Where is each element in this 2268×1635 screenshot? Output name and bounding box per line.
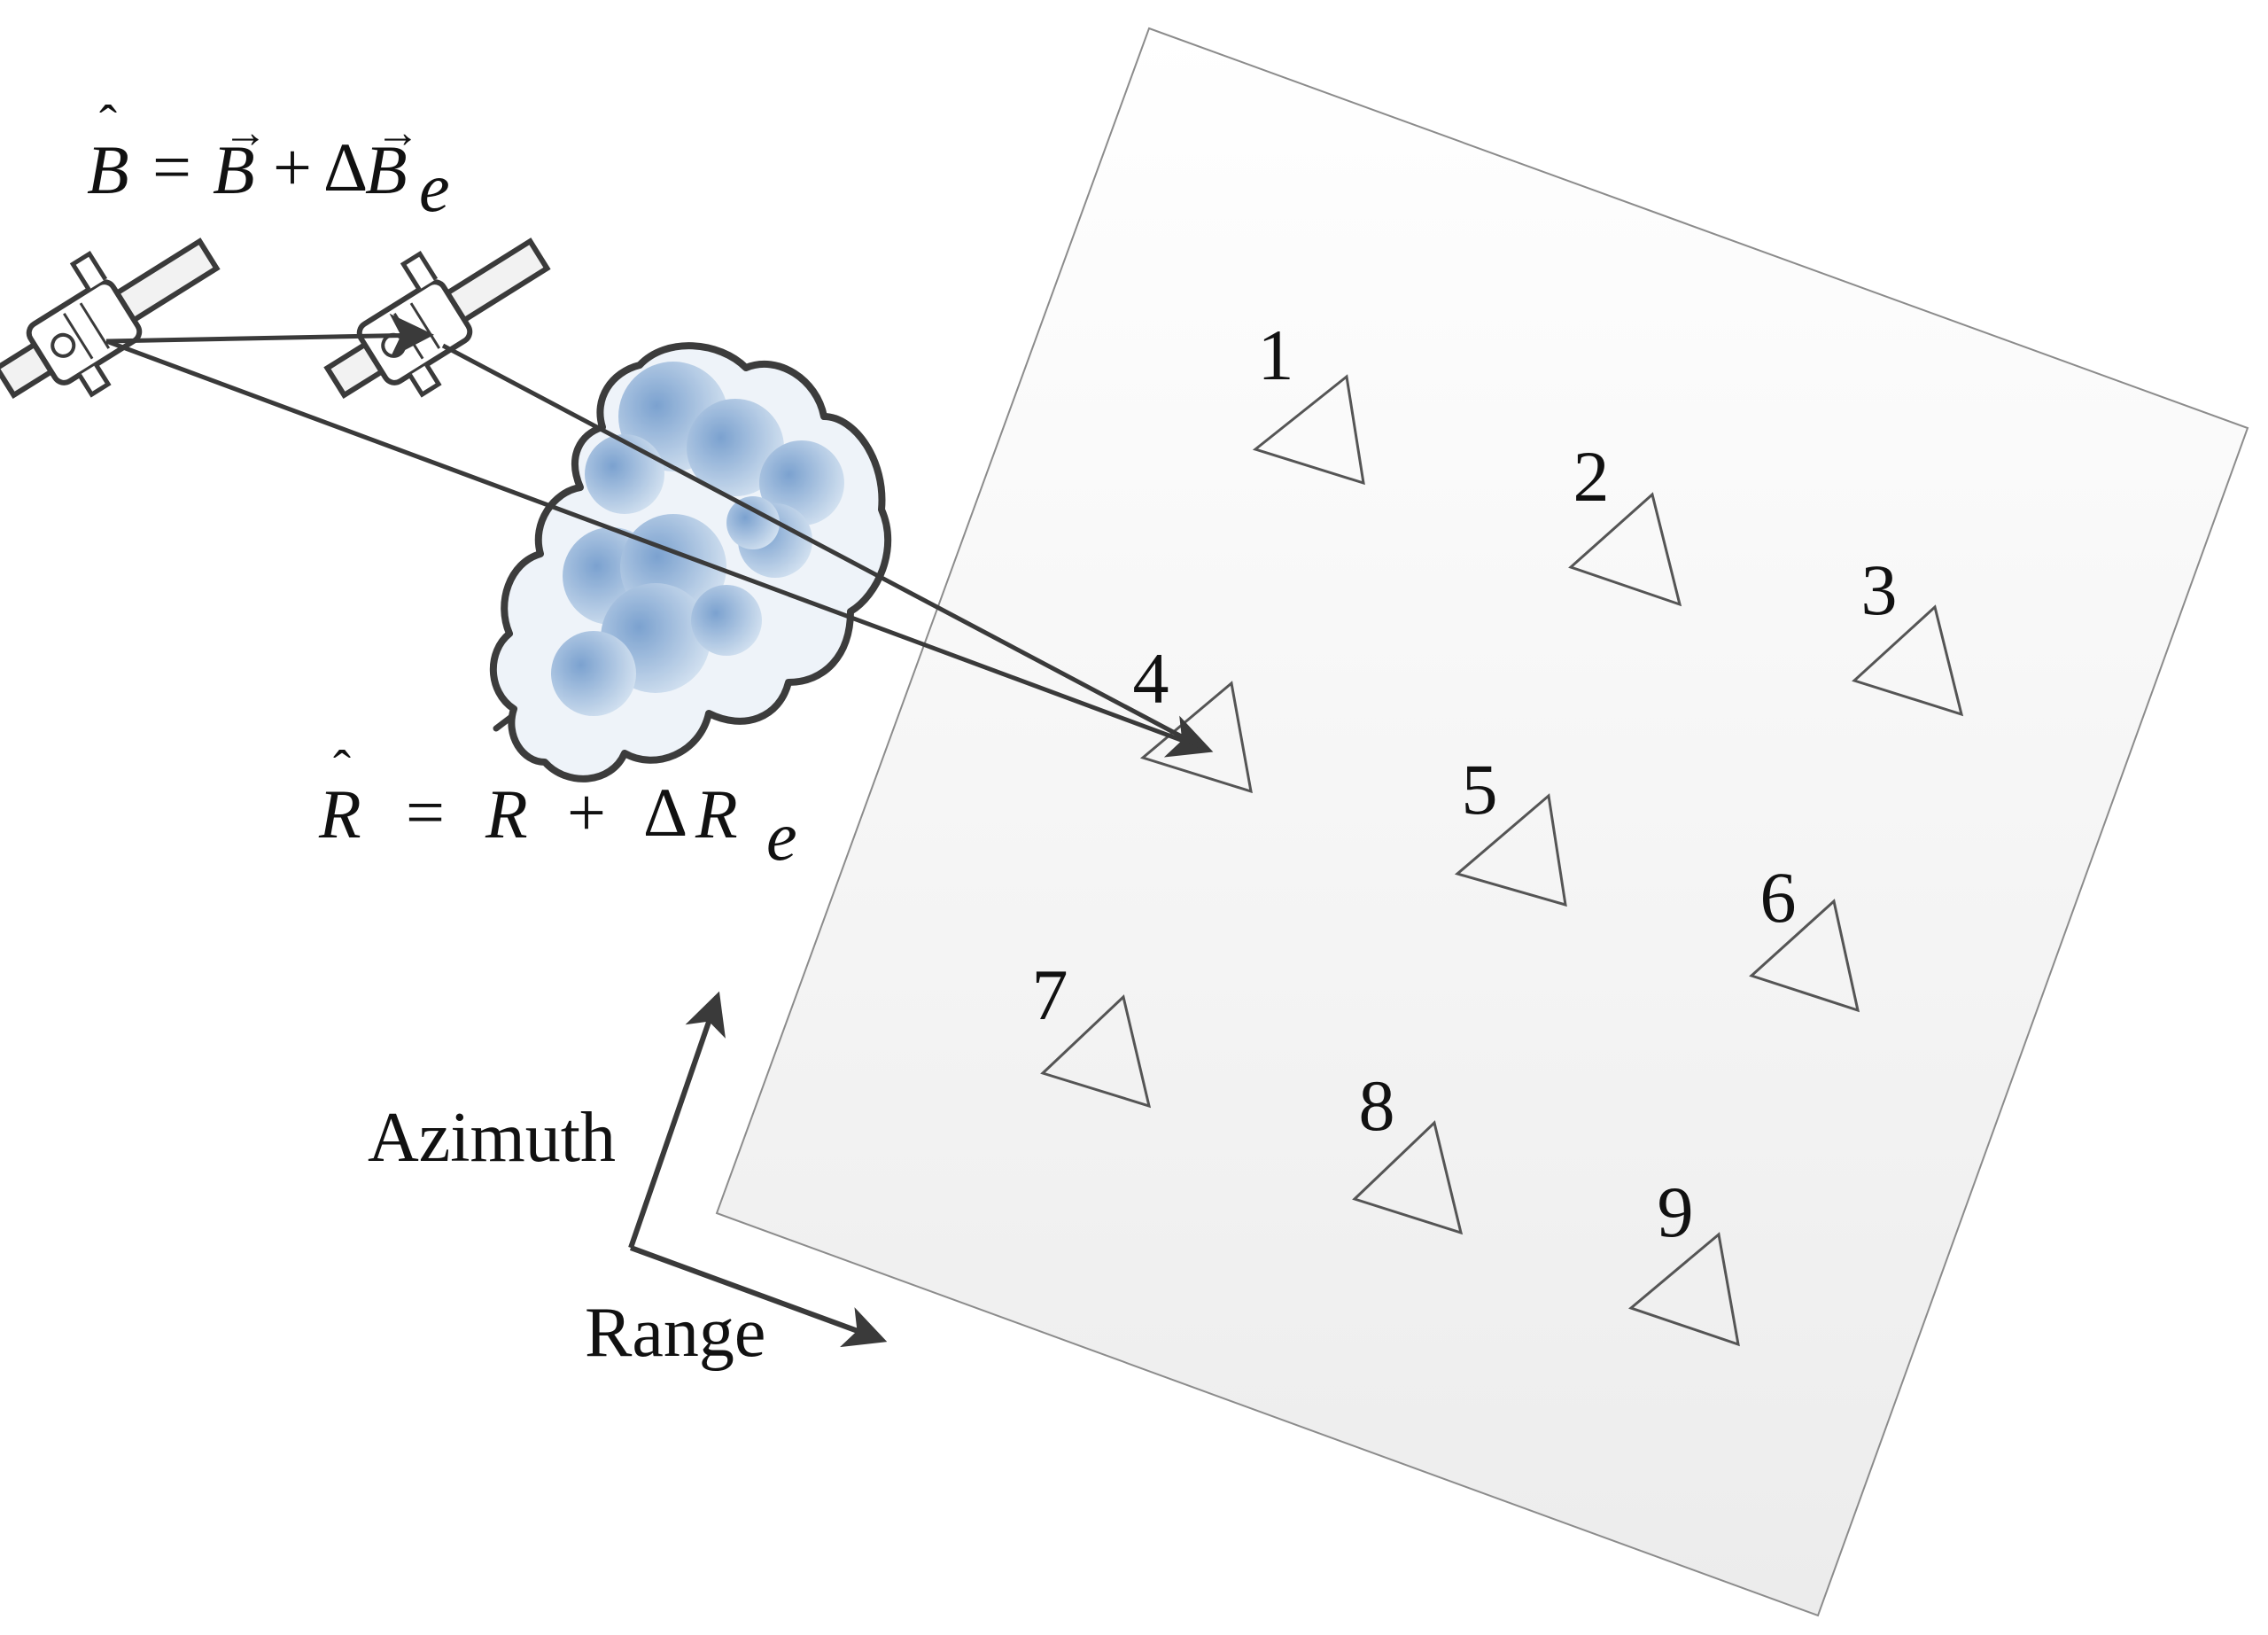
eq-subscript-e: e [419,149,450,226]
target-label: 9 [1658,1172,1694,1252]
eq-b-vec: B [213,131,255,208]
hat-accent: ˆ [99,95,117,153]
range-axis-arrow [629,1245,888,1348]
target-label: 4 [1133,638,1169,719]
eq-b-vec-err: B [365,131,408,208]
target-triangles [1040,374,1964,1347]
triangle-target-icon [1749,899,1860,1013]
range-label: Range [585,1294,765,1372]
triangle-target-icon [1627,1232,1740,1347]
triangle-target-icon [1252,374,1365,486]
eq-plus: + [273,128,312,206]
target-label: 6 [1760,857,1797,938]
eq-r-hat: R [318,775,361,853]
eq-plus: + [567,774,606,851]
slant-range-line-slave [441,343,1207,751]
satellite-icon [323,237,551,400]
vector-accent: → [223,107,268,157]
satellite-icon [0,237,221,400]
target-label: 3 [1861,549,1898,630]
target-label: 2 [1573,436,1610,517]
triangle-target-icon [1352,1120,1464,1235]
eq-r: R [485,775,528,853]
range-equation: R ˆ = R + Δ R e [318,740,797,875]
atmosphere-cloud-icon [489,342,892,782]
eq-delta: Δ [323,128,368,206]
target-label: 5 [1462,749,1498,829]
slant-range-line-master [105,339,1214,758]
target-label: 8 [1359,1065,1395,1146]
vector-accent: → [376,107,420,157]
triangle-target-icon [1852,604,1964,717]
target-labels: 1 2 3 4 5 6 7 8 9 [1032,315,1898,1252]
azimuth-axis-arrow [628,991,726,1249]
eq-equals: = [152,128,191,206]
triangle-target-icon [1568,492,1682,607]
triangle-target-icon [1040,994,1152,1109]
eq-subscript-e: e [766,798,797,875]
azimuth-label: Azimuth [368,1099,616,1177]
eq-equals: = [406,774,445,851]
eq-b-hat: B [87,131,129,208]
hat-accent: ˆ [333,740,351,798]
eq-r-err: R [695,775,738,853]
triangle-target-icon [1454,793,1567,907]
baseline-arrow [105,313,434,358]
target-label: 7 [1032,954,1068,1035]
baseline-equation: B ˆ = B → + Δ B → e [87,95,450,226]
ground-plane [715,27,2249,1617]
target-label: 1 [1258,315,1294,395]
eq-delta: Δ [643,774,687,851]
